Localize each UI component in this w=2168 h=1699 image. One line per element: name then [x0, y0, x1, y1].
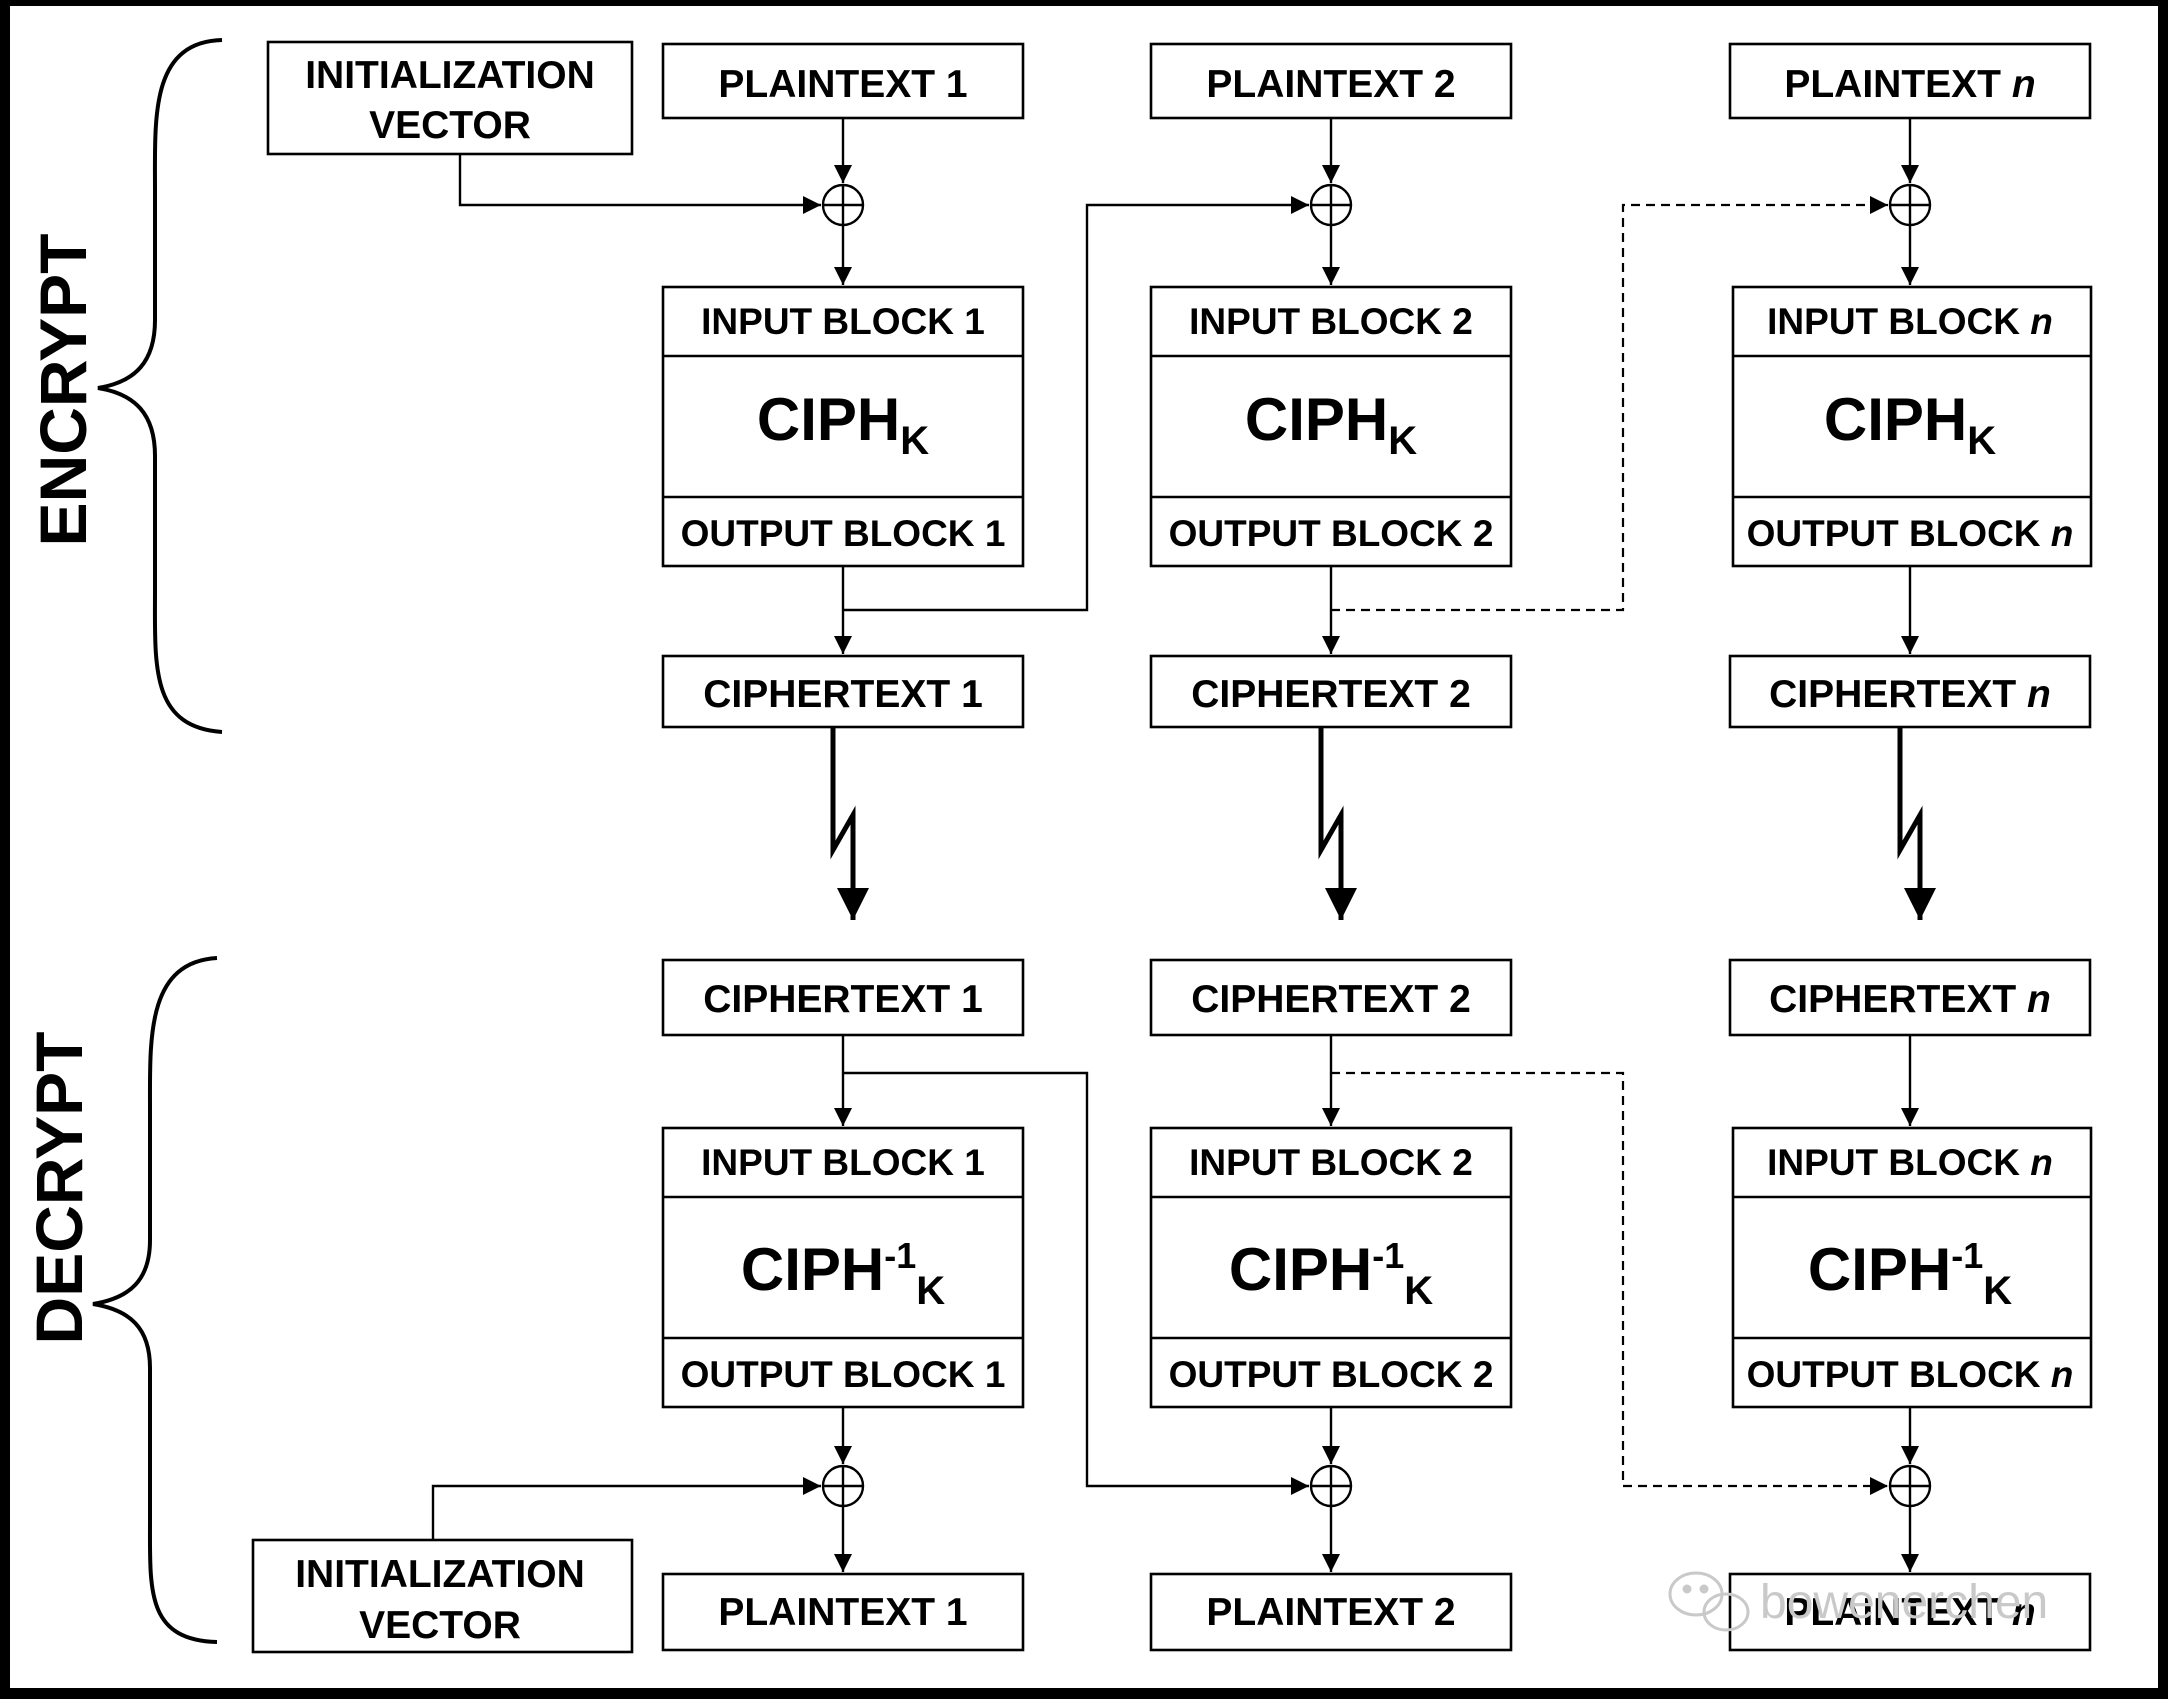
column-2: PLAINTEXT 2 INPUT BLOCK 2 CIPHK OUTPUT BLOC… [1149, 42, 1513, 1652]
plaintext-n-box [1728, 42, 2092, 120]
decrypt-label: DECRYPT [22, 1032, 96, 1345]
output-block-2-enc: OUTPUT BLOCK 2 [1169, 513, 1494, 554]
ciphertext-1-dec-box [661, 958, 1025, 1037]
column-n: PLAINTEXT n INPUT BLOCK n CIPHK OUTPUT BLOC… [1728, 42, 2093, 1652]
output-block-n-enc: OUTPUT BLOCK n [1747, 513, 2074, 554]
xor-encrypt-n [1888, 183, 1932, 227]
watermark: bowenerchen [1668, 1571, 2048, 1632]
chain-encrypt-1 [843, 196, 1309, 612]
ciphertext-2-dec-label: CIPHERTEXT 2 [1191, 978, 1471, 1021]
decrypt-block-1 [661, 1126, 1025, 1409]
plaintext-2-dec-label: PLAINTEXT 2 [1206, 1591, 1455, 1634]
output-block-1-dec: OUTPUT BLOCK 1 [681, 1354, 1006, 1395]
chain-decrypt-2 [1331, 1071, 1888, 1495]
ciphertext-1-enc-box [661, 654, 1025, 729]
chain-encrypt-2 [1331, 196, 1888, 612]
encrypt-block-1 [661, 285, 1025, 568]
input-block-2-dec: INPUT BLOCK 2 [1189, 1142, 1473, 1183]
input-block-2-enc: INPUT BLOCK 2 [1189, 301, 1473, 342]
iv-to-xor-encrypt [458, 154, 821, 214]
encrypt-block-2 [1149, 285, 1513, 568]
ciphertext-1-enc-label: CIPHERTEXT 1 [703, 673, 983, 716]
plaintext-n-dec-box [1728, 1572, 2092, 1652]
plaintext-n-dec-label: PLAINTEXT n [1784, 1591, 2035, 1634]
xor-decrypt-1 [821, 1464, 865, 1508]
ciph-inv-k-1: CIPH-1K [741, 1235, 945, 1313]
encrypt-block-n [1731, 285, 2093, 568]
output-block-n-dec: OUTPUT BLOCK n [1747, 1354, 2074, 1395]
ciphertext-n-dec-label: CIPHERTEXT n [1769, 978, 2051, 1021]
ciphertext-1-dec-label: CIPHERTEXT 1 [703, 978, 983, 1021]
ciphertext-2-enc-label: CIPHERTEXT 2 [1191, 673, 1471, 716]
decrypt-block-2 [1149, 1126, 1513, 1409]
input-block-n-enc: INPUT BLOCK n [1767, 301, 2053, 342]
xor-encrypt-1 [821, 183, 865, 227]
xor-decrypt-n [1888, 1464, 1932, 1508]
decrypt-brace [92, 956, 218, 1644]
encrypt-iv-box: INITIALIZATION VECTOR [266, 40, 634, 156]
plaintext-2-label: PLAINTEXT 2 [1206, 63, 1455, 106]
ciphertext-n-enc-box [1728, 654, 2092, 729]
transmission-arrow-1 [830, 727, 869, 920]
decrypt-iv-box: INITIALIZATION VECTOR [251, 1538, 634, 1654]
watermark-text: bowenerchen [1760, 1576, 2048, 1629]
xor-encrypt-2 [1309, 183, 1353, 227]
encrypt-label: ENCRYPT [26, 234, 100, 547]
input-block-n-dec: INPUT BLOCK n [1767, 1142, 2053, 1183]
plaintext-1-box [661, 42, 1025, 120]
diagram-panel [10, 6, 2158, 1688]
chain-decrypt-1 [843, 1071, 1309, 1495]
encrypt-brace [97, 38, 223, 734]
ciph-k-2: CIPHK [1245, 386, 1417, 463]
output-block-2-dec: OUTPUT BLOCK 2 [1169, 1354, 1494, 1395]
plaintext-2-box [1149, 42, 1513, 120]
transmission-arrow-2 [1318, 727, 1357, 920]
decrypt-iv-line2: VECTOR [359, 1604, 521, 1647]
plaintext-1-dec-label: PLAINTEXT 1 [718, 1591, 967, 1634]
ciph-k-n: CIPHK [1824, 386, 1996, 463]
ciphertext-2-enc-box [1149, 654, 1513, 729]
input-block-1-enc: INPUT BLOCK 1 [701, 301, 985, 342]
output-block-1-enc: OUTPUT BLOCK 1 [681, 513, 1006, 554]
transmission-arrow-n [1897, 727, 1936, 920]
plaintext-1-label: PLAINTEXT 1 [718, 63, 967, 106]
connectors [431, 118, 1936, 1572]
encrypt-iv-line2: VECTOR [369, 104, 531, 147]
decrypt-iv-line1: INITIALIZATION [295, 1553, 585, 1596]
ciphertext-2-dec-box [1149, 958, 1513, 1037]
ciph-inv-k-2: CIPH-1K [1229, 1235, 1433, 1313]
wechat-icon [1668, 1571, 1750, 1632]
iv-to-xor-decrypt [431, 1477, 821, 1540]
encrypt-iv-line1: INITIALIZATION [305, 54, 595, 97]
plaintext-2-dec-box [1149, 1572, 1513, 1652]
input-block-1-dec: INPUT BLOCK 1 [701, 1142, 985, 1183]
ciphertext-n-enc-label: CIPHERTEXT n [1769, 673, 2051, 716]
ciph-k-1: CIPHK [757, 386, 929, 463]
plaintext-n-label: PLAINTEXT n [1784, 63, 2035, 106]
plaintext-1-dec-box [661, 1572, 1025, 1652]
ciph-inv-k-n: CIPH-1K [1808, 1235, 2012, 1313]
ciphertext-n-dec-box [1728, 958, 2092, 1037]
decrypt-block-n [1731, 1126, 2093, 1409]
block-columns: PLAINTEXT 1 INPUT BLOCK 1 CIPHK OUTPUT BLOC… [661, 42, 2093, 1652]
xor-decrypt-2 [1309, 1464, 1353, 1508]
column-1: PLAINTEXT 1 INPUT BLOCK 1 CIPHK OUTPUT BLOC… [661, 42, 1025, 1652]
